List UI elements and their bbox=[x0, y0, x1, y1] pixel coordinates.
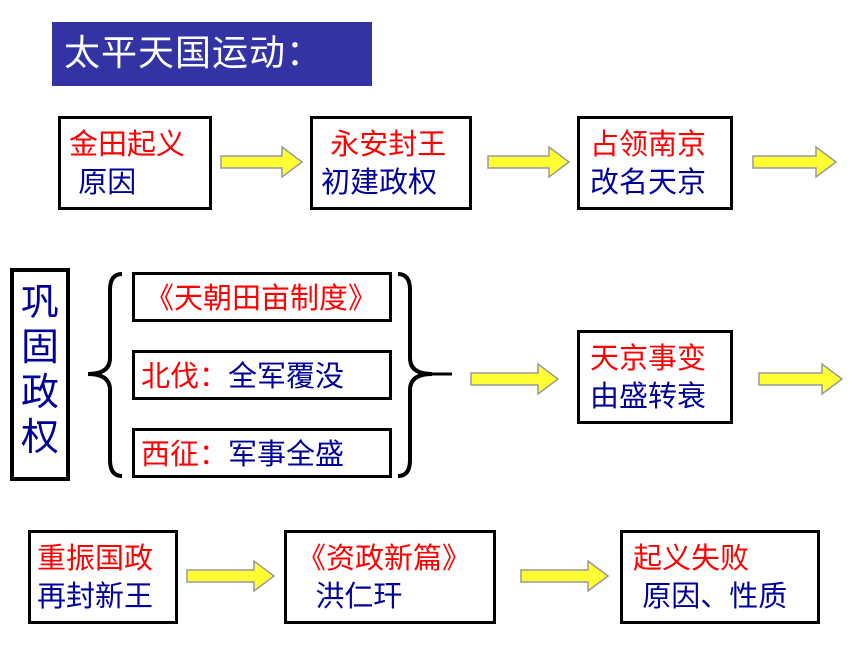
box-revive-governance: 重振国政 再封新王 bbox=[28, 530, 178, 624]
arrow-right-icon bbox=[186, 559, 276, 593]
item-western-expedition: 西征：军事全盛 bbox=[132, 428, 392, 478]
arrow-right-icon bbox=[752, 145, 838, 179]
box-line-2: 洪仁玕 bbox=[297, 579, 403, 613]
box-jintian-uprising: 金田起义 原因 bbox=[58, 116, 212, 210]
box-line-2: 由盛转衰 bbox=[590, 379, 707, 413]
item-northern-expedition: 北伐：全军覆没 bbox=[132, 350, 392, 400]
box-line-1: 金田起义 bbox=[69, 127, 186, 161]
vertical-char: 政 bbox=[20, 370, 59, 414]
box-line-1: 天京事变 bbox=[590, 341, 707, 375]
vertical-char: 固 bbox=[20, 325, 59, 369]
box-line-1: 起义失败 bbox=[633, 541, 750, 575]
box-line-2: 改名天京 bbox=[590, 165, 707, 199]
arrow-right-icon bbox=[520, 559, 610, 593]
box-yongan: 永安封王 初建政权 bbox=[310, 116, 472, 210]
box-line-2: 初建政权 bbox=[321, 165, 438, 199]
arrow-right-icon bbox=[220, 145, 304, 179]
item-land-system: 《天朝田亩制度》 bbox=[132, 272, 392, 322]
page-title: 太平天国运动： bbox=[52, 22, 372, 86]
box-tianjing-incident: 天京事变 由盛转衰 bbox=[577, 330, 733, 424]
arrow-right-icon bbox=[487, 145, 571, 179]
box-line-1: 重振国政 bbox=[37, 541, 154, 575]
item-text: 北伐：全军覆没 bbox=[141, 357, 389, 395]
item-text: 西征：军事全盛 bbox=[141, 435, 389, 473]
vertical-char: 巩 bbox=[20, 280, 59, 324]
item-prefix: 西征： bbox=[141, 437, 229, 471]
box-line-2: 原因 bbox=[69, 165, 137, 199]
item-text: 《天朝田亩制度》 bbox=[145, 281, 378, 315]
box-uprising-failure: 起义失败 原因、性质 bbox=[620, 530, 820, 624]
consolidate-power-box: 巩 固 政 权 bbox=[10, 268, 70, 481]
vertical-char: 权 bbox=[20, 415, 59, 459]
box-line-2: 原因、性质 bbox=[633, 579, 788, 613]
box-line-1: 《资政新篇》 bbox=[297, 541, 472, 575]
arrow-right-icon bbox=[758, 362, 844, 396]
arrow-right-icon bbox=[470, 362, 560, 396]
item-prefix: 北伐： bbox=[141, 359, 229, 393]
box-nanjing: 占领南京 改名天京 bbox=[577, 116, 733, 210]
brace-icon bbox=[87, 272, 452, 478]
box-zizheng-xinpian: 《资政新篇》 洪仁玕 bbox=[284, 530, 496, 624]
box-line-1: 永安封王 bbox=[321, 127, 447, 161]
item-result: 军事全盛 bbox=[228, 437, 345, 471]
box-line-1: 占领南京 bbox=[590, 127, 707, 161]
box-line-2: 再封新王 bbox=[37, 579, 154, 613]
item-result: 全军覆没 bbox=[228, 359, 345, 393]
